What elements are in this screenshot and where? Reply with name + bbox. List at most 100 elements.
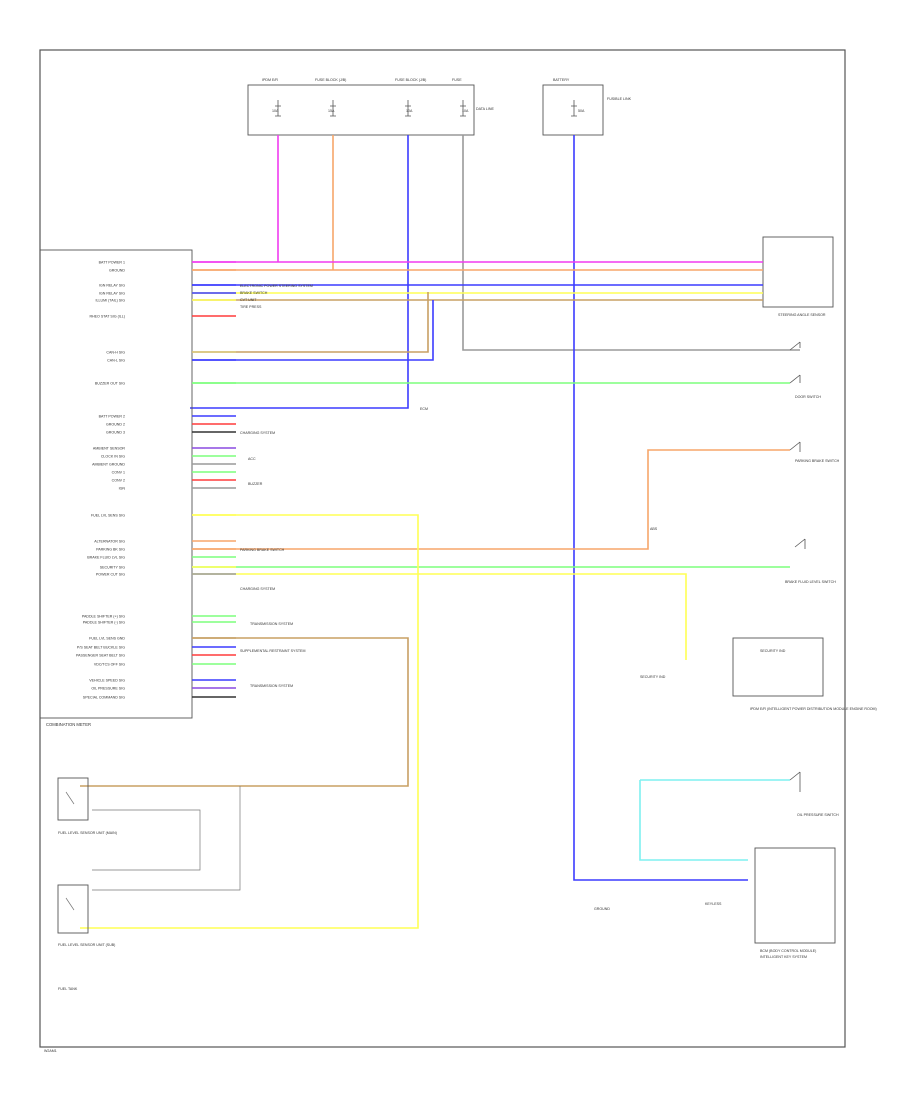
brake-fluid-sw-label: BRAKE FLUID LEVEL SWITCH	[785, 580, 836, 584]
fuse-symbol	[330, 100, 336, 117]
pin-label: CAN-L SIG	[107, 359, 125, 363]
pin-label: SPECIAL COMMAND SIG	[83, 696, 125, 700]
fuel-sender-wires	[92, 786, 241, 891]
pin-label: ALTERNATOR SIG	[94, 540, 125, 544]
wire-blue-battery	[573, 135, 748, 881]
frame-code: W2AM1	[44, 1049, 57, 1053]
fuel-sender-sub-box	[57, 884, 89, 934]
fuse-box-labels: IPDM E/R FUSE BLOCK (J/B) FUSE BLOCK (J/…	[262, 78, 632, 113]
pin-label: GROUND	[109, 269, 125, 273]
fuel-sender-symbols	[65, 791, 75, 911]
pin-label: SECURITY SIG	[100, 566, 125, 570]
eps-label: ELECTRONIC POWER STEERING SYSTEM	[240, 284, 313, 288]
fuse-block-1-value: 10A	[406, 109, 413, 113]
right-labels: DOOR SWITCH PARKING BRAKE SWITCH BRAKE F…	[420, 395, 840, 911]
parking-brake-sys-label: PARKING BRAKE SWITCH	[240, 548, 285, 552]
steering-sensor-label: STEERING ANGLE SENSOR	[778, 313, 826, 317]
brake-fluid-switch-symbol	[794, 538, 806, 549]
pin-label: CLOCK IN SIG	[101, 455, 125, 459]
battery-sub-label: FUSIBLE LINK	[607, 97, 632, 101]
pin-label: BATT POWER 1	[99, 261, 125, 265]
fuel-sender-sub-label: FUEL LEVEL SENSOR UNIT (SUB)	[58, 943, 115, 947]
combination-meter-label: COMBINATION METER	[46, 722, 91, 727]
security-ind-box	[732, 637, 824, 697]
acc-label: ACC	[248, 457, 256, 461]
alternator-sys-label: CHARGING SYSTEM	[240, 431, 275, 435]
wire-fuel-ground	[80, 637, 409, 787]
fuse-block-2-label: FUSE BLOCK (J/B)	[395, 78, 426, 82]
fuse-ipdm-1: 10A	[272, 109, 279, 113]
bus-wires	[80, 261, 790, 929]
parking-brake-sw-label: PARKING BRAKE SWITCH	[795, 459, 840, 463]
pin-label: FUEL LVL SENS SIG	[91, 514, 125, 518]
oil-pressure-sw-label: OIL PRESSURE SWITCH	[797, 813, 839, 817]
pin-label: CONV 2	[112, 479, 125, 483]
wire-can-l	[192, 300, 434, 361]
wire-gray-feed	[462, 135, 800, 351]
combination-meter-box	[39, 249, 193, 719]
switch-symbols	[789, 341, 806, 792]
door-sw-label: DOOR SWITCH	[795, 395, 821, 399]
fuse-symbol	[405, 100, 411, 117]
wire-parking-brake	[192, 449, 790, 550]
right-connector-box	[762, 236, 834, 308]
stub-wires	[192, 261, 236, 698]
fuse-symbol	[571, 100, 577, 117]
pin-label: RHEO STAT SIG (ILL)	[89, 315, 125, 319]
power-cut-label: CHARGING SYSTEM	[240, 587, 275, 591]
pin-label: GROUND 2	[106, 423, 125, 427]
pin-label: POWER CUT SIG	[96, 573, 125, 577]
ipdm-label: IPDM E/R	[262, 78, 278, 82]
wire-security	[192, 573, 687, 660]
buzzer-switch-symbol	[789, 374, 801, 384]
security-ind-label: SECURITY IND	[760, 649, 786, 653]
brake-sw-label: BRAKE SWITCH	[240, 291, 268, 295]
pin-label: BUZZER OUT SIG	[95, 382, 125, 386]
wire-can-h	[192, 292, 429, 353]
pin-label: VDC/TCS OFF SIG	[94, 663, 125, 667]
pin-label: AMBIENT SENSOR	[93, 447, 125, 451]
pin-label: PADDLE SHIFTER (+) SIG	[82, 615, 125, 619]
pin-label: OIL PRESSURE SIG	[91, 687, 125, 691]
wire-fuel-level	[80, 514, 419, 929]
fuse-symbol	[275, 100, 281, 117]
combination-meter-pins: BATT POWER 1 GROUND IGN RELAY SIG IGN RELAY…	[76, 261, 125, 700]
bcm-sub-label: INTELLIGENT KEY SYSTEM	[760, 955, 807, 959]
pin-label: IGN RELAY SIG	[99, 292, 125, 296]
fuse-symbol	[460, 100, 466, 117]
pin-label: FUEL LVL SENS GND	[89, 637, 125, 641]
fuse-box-ipdm	[247, 84, 475, 136]
fuse-battery-value: 50A	[578, 109, 585, 113]
pin-label: PADDLE SHIFTER (-) SIG	[83, 621, 125, 625]
pin-label: IGN	[119, 487, 126, 491]
pin-label: P/S SEAT BELT BUCKLE SIG	[77, 646, 125, 650]
pin-label: BRAKE FLUID LVL SIG	[87, 556, 125, 560]
fuel-sender-main-label: FUEL LEVEL SENSOR UNIT (MAIN)	[58, 831, 117, 835]
transmission-label-2: TRANSMISSION SYSTEM	[250, 684, 293, 688]
fuse-relay-label: FUSE	[452, 78, 462, 82]
fuse-block-2-value: 10A	[462, 109, 469, 113]
ipdm-box-label: IPDM E/R (INTELLIGENT POWER DISTRIBUTION…	[750, 707, 877, 711]
abs-label: ABS	[650, 527, 658, 531]
fuse-block-1-label: FUSE BLOCK (J/B)	[315, 78, 346, 82]
pin-label: BATT POWER 2	[99, 415, 125, 419]
pin-label: AMBIENT GROUND	[92, 463, 125, 467]
transmission-label: TRANSMISSION SYSTEM	[250, 622, 293, 626]
fuse-box-battery	[542, 84, 604, 136]
pin-label: VEHICLE SPEED SIG	[89, 679, 125, 683]
parking-brake-switch-symbol	[789, 441, 801, 452]
supplemental-label: SUPPLEMENTAL RESTRAINT SYSTEM	[240, 649, 305, 653]
fuse-feed-wires	[190, 135, 800, 881]
ecm-label: ECM	[420, 407, 428, 411]
fuel-sender-main-box	[57, 777, 89, 821]
buzzer-label: BUZZER	[248, 482, 263, 486]
pin-label: IGN RELAY SIG	[99, 284, 125, 288]
security-sys-label: SECURITY IND	[640, 675, 666, 679]
fuse-ipdm-2: 15A	[328, 109, 335, 113]
battery-label: BATTERY	[553, 78, 570, 82]
bcm-label: BCM (BODY CONTROL MODULE)	[760, 949, 816, 953]
wire-blue-feed	[190, 135, 409, 409]
door-switch-symbol	[789, 341, 801, 351]
bcm-box	[754, 847, 836, 944]
